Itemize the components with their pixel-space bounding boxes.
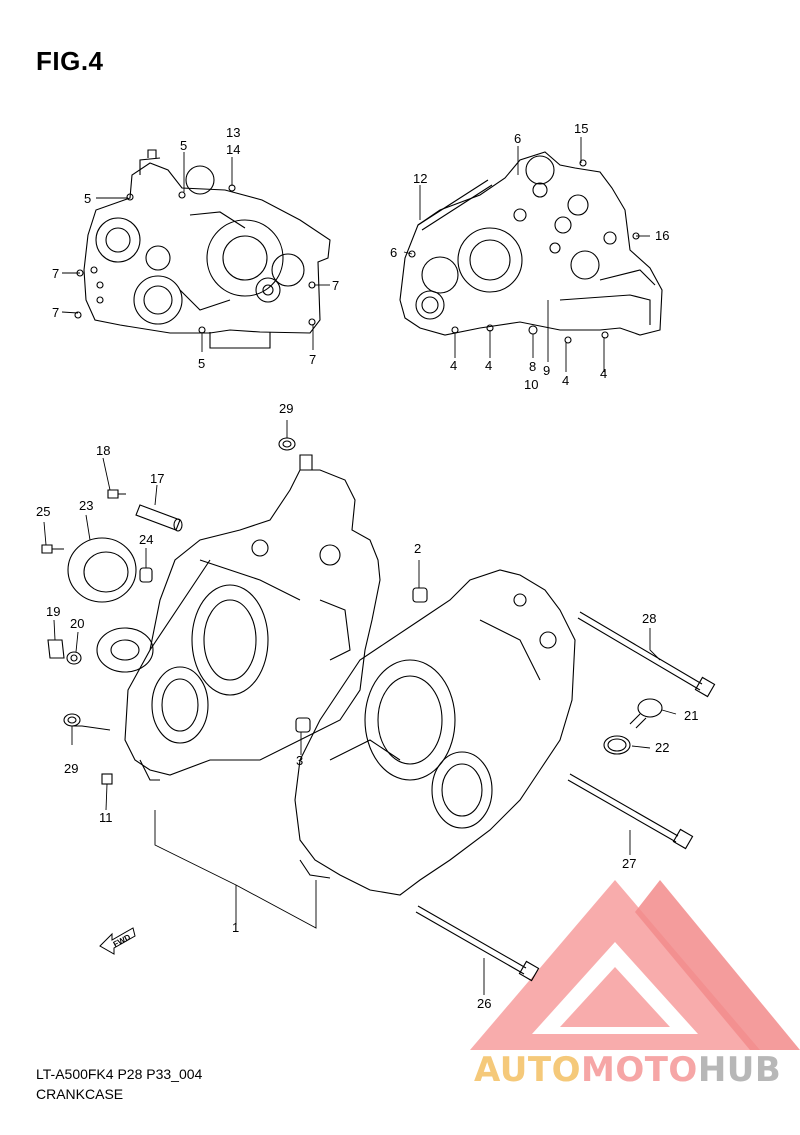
callout-18: 18 — [96, 443, 110, 458]
crankcase-left-half — [124, 454, 381, 781]
callout-26: 26 — [477, 996, 491, 1011]
watermark-logo — [470, 880, 800, 1050]
callout-22: 22 — [655, 740, 669, 755]
callout-12: 12 — [413, 171, 427, 186]
small-parts — [41, 437, 716, 982]
callout-10: 10 — [524, 377, 538, 392]
watermark-part-auto: AUTO — [474, 1050, 581, 1090]
callout-labels: 13 14 5 5 7 7 7 7 5 12 6 15 6 16 4 4 8 9… — [36, 121, 698, 1011]
callout-4-c: 4 — [562, 373, 569, 388]
callout-19: 19 — [46, 604, 60, 619]
callout-7-b: 7 — [52, 305, 59, 320]
left-case-outer-view — [74, 149, 331, 349]
callout-27: 27 — [622, 856, 636, 871]
callout-17: 17 — [150, 471, 164, 486]
crankcase-right-half — [294, 569, 576, 896]
callout-5-bottom: 5 — [198, 356, 205, 371]
callout-5-top: 5 — [180, 138, 187, 153]
right-case-outer-view — [399, 151, 663, 344]
callout-11: 11 — [99, 810, 113, 825]
callout-2: 2 — [414, 541, 421, 556]
callout-4-d: 4 — [600, 366, 607, 381]
leader-lines — [43, 137, 677, 995]
callout-7-a: 7 — [52, 266, 59, 281]
watermark-text: AUTOMOTOHUB — [474, 1050, 781, 1090]
fwd-arrow-icon: FWD — [99, 927, 136, 955]
callout-8: 8 — [529, 359, 536, 374]
callout-28: 28 — [642, 611, 656, 626]
watermark-part-hub: HUB — [697, 1050, 782, 1090]
callout-6-left: 6 — [390, 245, 397, 260]
callout-24: 24 — [139, 532, 153, 547]
model-code: LT-A500FK4 P28 P33_004 — [36, 1066, 203, 1082]
watermark-part-moto: MOTO — [580, 1050, 698, 1090]
callout-20: 20 — [70, 616, 84, 631]
callout-14: 14 — [226, 142, 240, 157]
callout-7-d: 7 — [309, 352, 316, 367]
callout-29-bottom: 29 — [64, 761, 78, 776]
callout-25: 25 — [36, 504, 50, 519]
callout-9: 9 — [543, 363, 550, 378]
callout-5-left: 5 — [84, 191, 91, 206]
callout-29-top: 29 — [279, 401, 293, 416]
figure-title: FIG.4 — [36, 46, 104, 76]
callout-7-c: 7 — [332, 278, 339, 293]
callout-6-top: 6 — [514, 131, 521, 146]
section-name: CRANKCASE — [36, 1086, 124, 1102]
callout-15: 15 — [574, 121, 588, 136]
callout-1: 1 — [232, 920, 239, 935]
callout-21: 21 — [684, 708, 698, 723]
callout-4-a: 4 — [450, 358, 457, 373]
callout-3: 3 — [296, 753, 303, 768]
callout-13: 13 — [226, 125, 240, 140]
callout-4-b: 4 — [485, 358, 492, 373]
callout-23: 23 — [79, 498, 93, 513]
callout-16: 16 — [655, 228, 669, 243]
